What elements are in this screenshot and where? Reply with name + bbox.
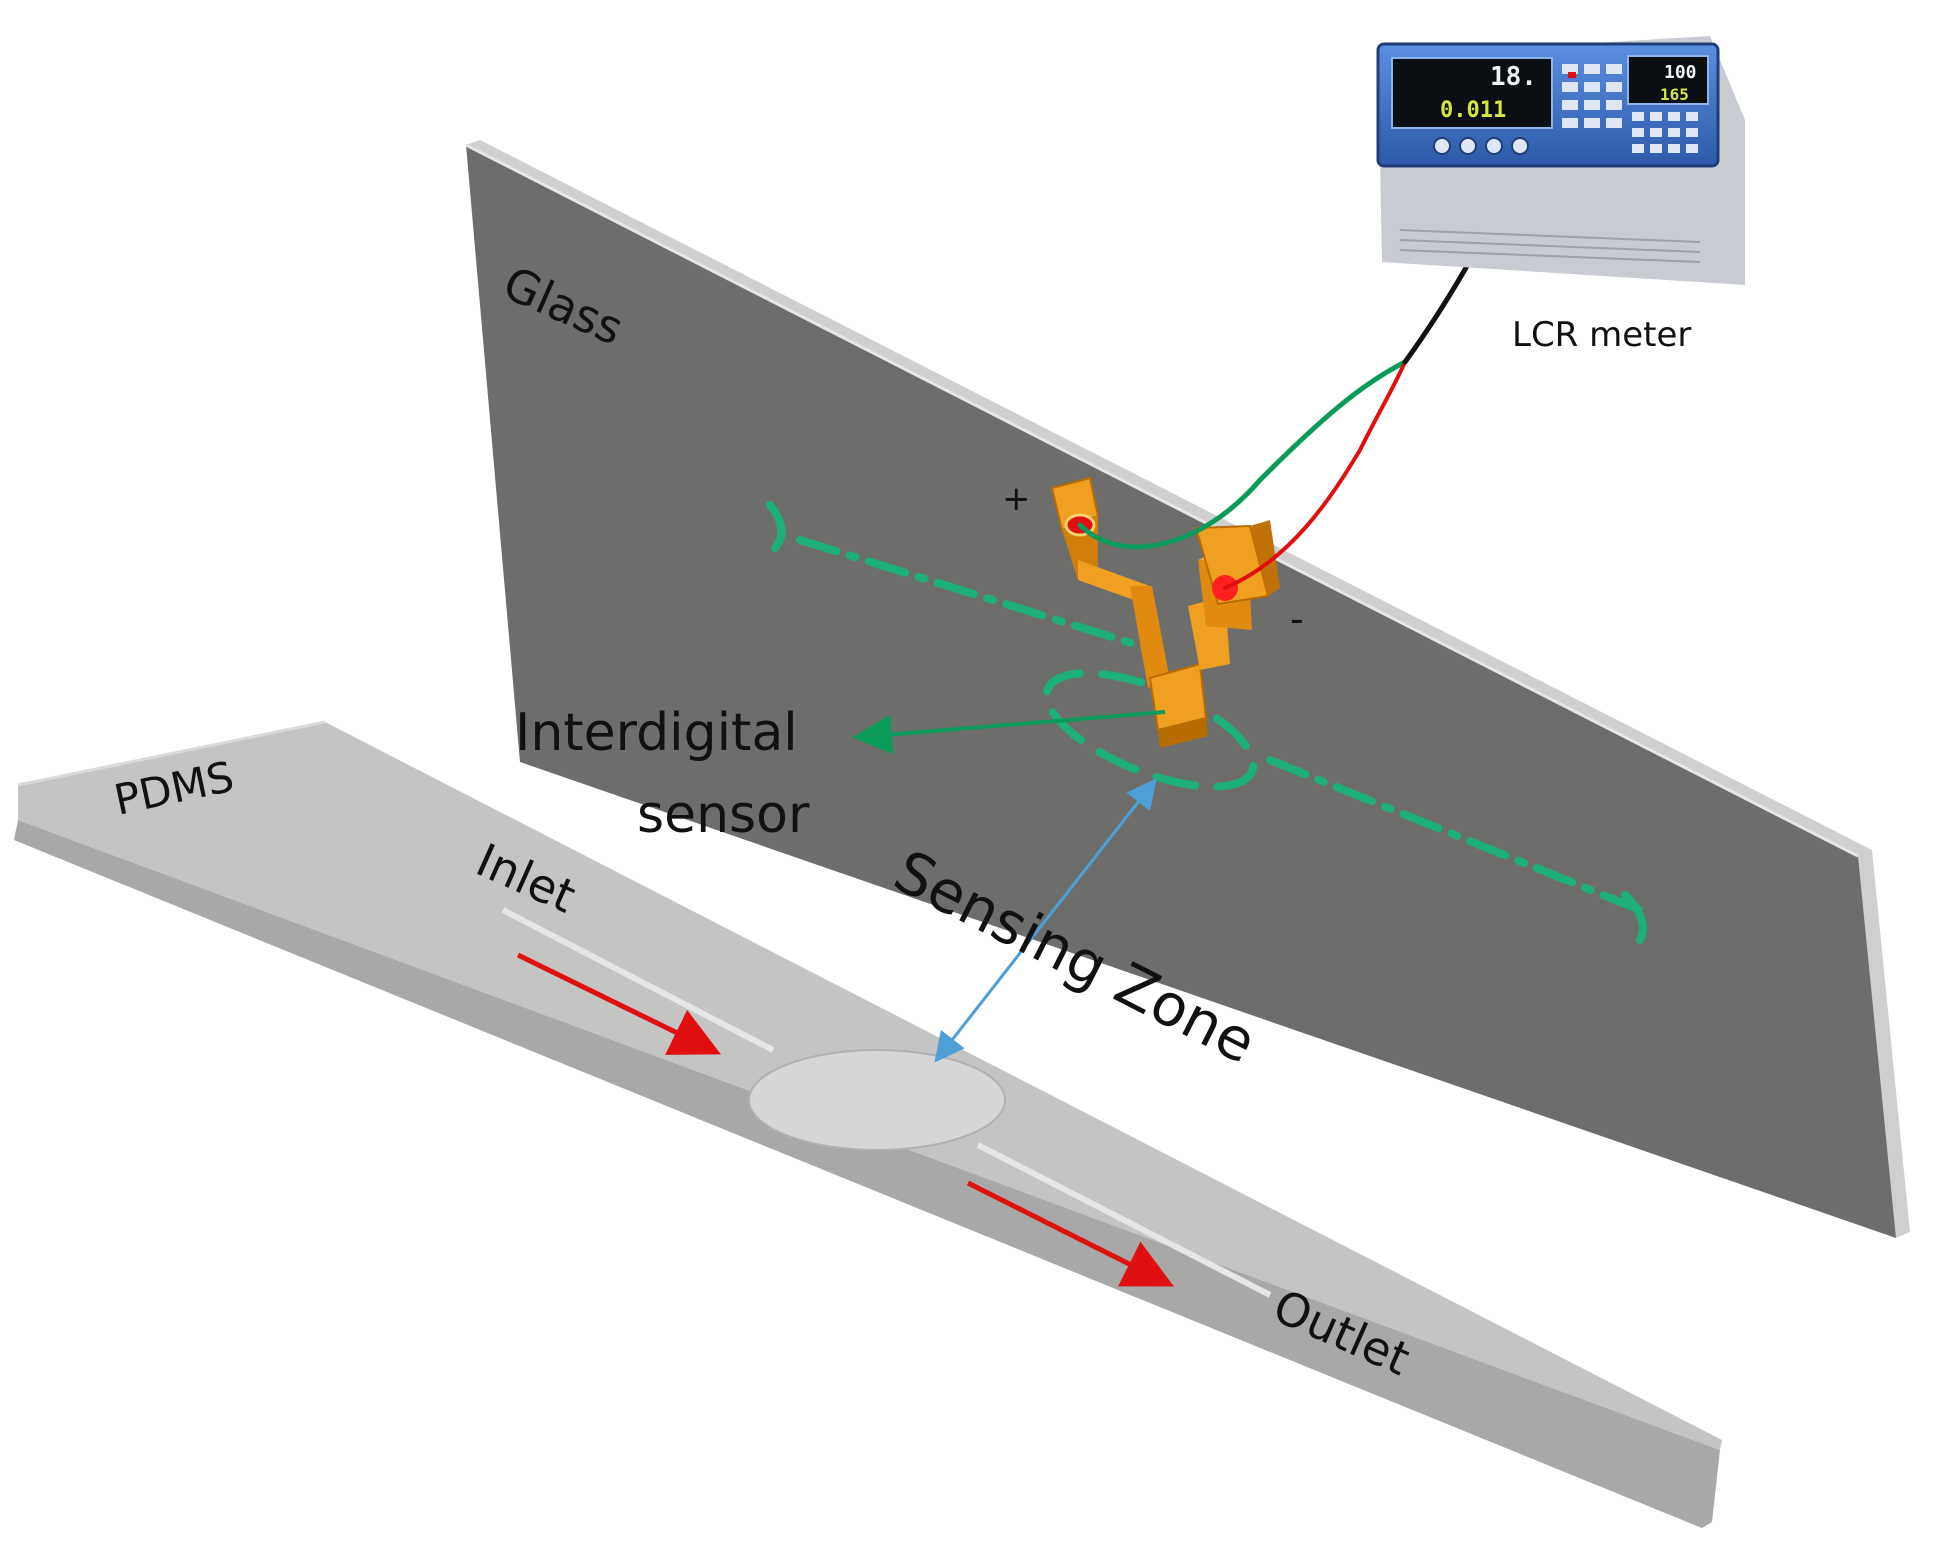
red-wire (1223, 360, 1407, 590)
lcr-meter-icon: 18. 0.011 100 165 (1376, 36, 1745, 285)
inlet-flow-arrow (516, 952, 721, 1055)
label-lcr-meter: LCR meter (1512, 315, 1691, 355)
outlet-flow-arrow (966, 1180, 1174, 1287)
meter-right-readout-bottom: 165 (1660, 85, 1689, 104)
label-sensor: sensor (637, 785, 810, 845)
label-interdigital: Interdigital (515, 703, 798, 763)
meter-right-readout-top: 100 (1664, 62, 1697, 83)
meter-secondary-readout: 0.011 (1440, 98, 1506, 123)
interdigital-sensor-pointer (852, 710, 1166, 755)
sensing-zone-arrow (934, 778, 1157, 1063)
label-plus: + (1002, 479, 1031, 519)
sensing-chamber (748, 1049, 1006, 1151)
interdigital-electrode-icon (1050, 476, 1280, 748)
meter-primary-readout: 18. (1490, 62, 1537, 92)
flow-direction-arrows (516, 952, 1174, 1287)
label-minus: - (1290, 597, 1304, 641)
pdms-slab-side (14, 820, 1720, 1528)
green-wire (1077, 359, 1408, 550)
microchannel (501, 907, 1272, 1298)
